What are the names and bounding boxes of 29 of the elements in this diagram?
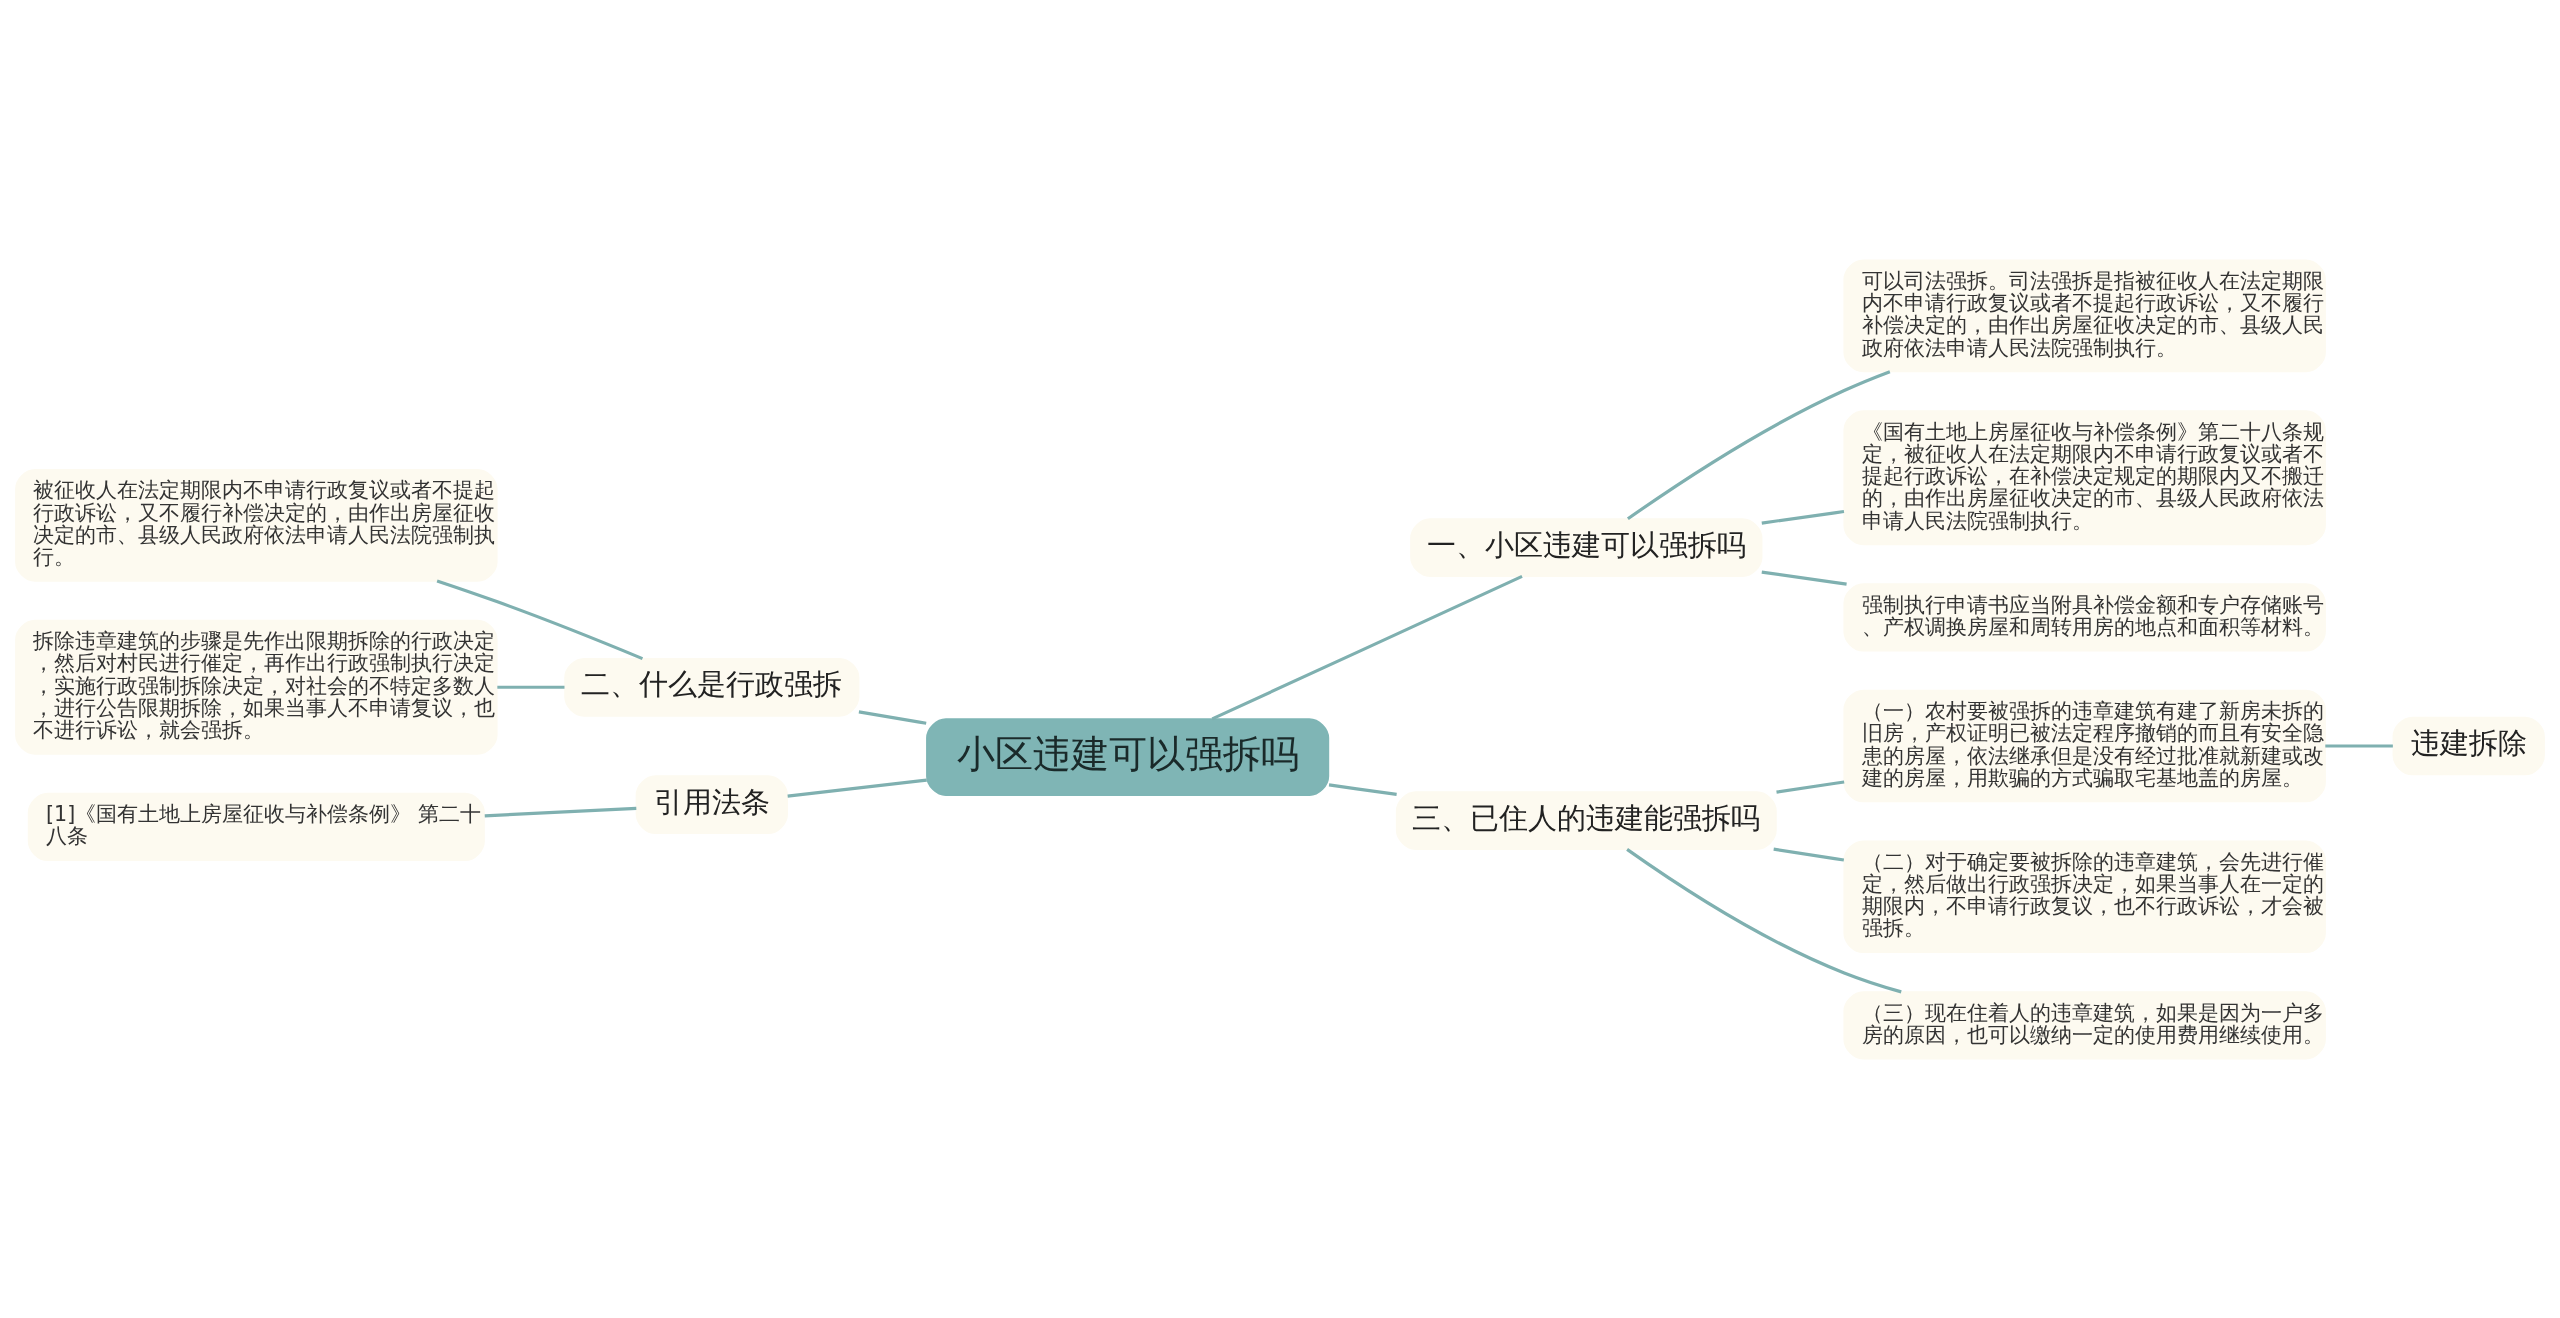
connector: [1328, 782, 1397, 796]
node-box: （一）农村要被强拆的违章建筑有建了新房未拆的旧房，产权证明已被法定程序撤销的而且有安全隐患的房屋，依法继承但是没有经过批准就新建或改建的房屋，用欺骗的方式骗取宅基地盖的房屋。: [1843, 689, 2326, 802]
connector: [1773, 847, 1845, 862]
connector: [1776, 779, 1845, 794]
connector: [484, 806, 637, 817]
node-box: [1]《国有土地上房屋征收与补偿条例》 第二十八条: [27, 792, 485, 861]
node-box: 《国有土地上房屋征收与补偿条例》第二十八条规定，被征收人在法定期限内不申请行政复议或者不提起行政诉讼，在补偿决定规定的期限内又不搬迁的，由作出房屋征收决定的市、县级人民政府依法申请人民法院强制执行。: [1843, 409, 2326, 545]
connector: [1211, 574, 1523, 720]
node-box: （二）对于确定要被拆除的违章建筑，会先进行催定，然后做出行政强拆决定，如果当事人在一定的期限内，不申请行政复议，也不行政诉讼，才会被强拆。: [1843, 839, 2326, 953]
connector: [2325, 743, 2393, 748]
node-box: 小区违建可以强拆吗: [926, 717, 1330, 796]
connector: [1761, 509, 1845, 525]
node-box: （三）现在住着人的违章建筑，如果是因为一户多房的原因，也可以缴纳一定的使用费用继续使用。: [1843, 990, 2326, 1059]
node-box: 违建拆除: [2392, 716, 2545, 775]
connector: [1761, 570, 1847, 586]
connector: [787, 778, 927, 798]
node-box: 拆除违章建筑的步骤是先作出限期拆除的行政决定，然后对村民进行催定，再作出行政强制执行决定，实施行政强制拆除决定，对社会的不特定多数人，进行公告限期拆除，如果当事人不申请复议，也不进行诉讼，就会强拆。: [15, 619, 498, 755]
node-box: 二、什么是行政强拆: [564, 657, 860, 717]
connector: [1627, 369, 1891, 520]
node-box: 被征收人在法定期限内不申请行政复议或者不提起行政诉讼，又不履行补偿决定的，由作出房屋征收决定的市、县级人民政府依法申请人民法院强制执行。: [15, 468, 498, 582]
connector: [436, 578, 644, 660]
node-box: 强制执行申请书应当附具补偿金额和专户存储账号、产权调换房屋和周转用房的地点和面积等材料。: [1843, 582, 2326, 652]
connector: [1626, 847, 1902, 993]
node-box: 引用法条: [635, 774, 788, 834]
connector: [858, 709, 927, 725]
node-box: 三、已住人的违建能强拆吗: [1395, 790, 1777, 850]
connector: [497, 685, 565, 689]
node-box: 可以司法强拆。司法强拆是指被征收人在法定期限内不申请行政复议或者不提起行政诉讼，又不履行补偿决定的，由作出房屋征收决定的市、县级人民政府依法申请人民法院强制执行。: [1843, 259, 2326, 372]
node-box: 一、小区违建可以强拆吗: [1410, 517, 1763, 577]
